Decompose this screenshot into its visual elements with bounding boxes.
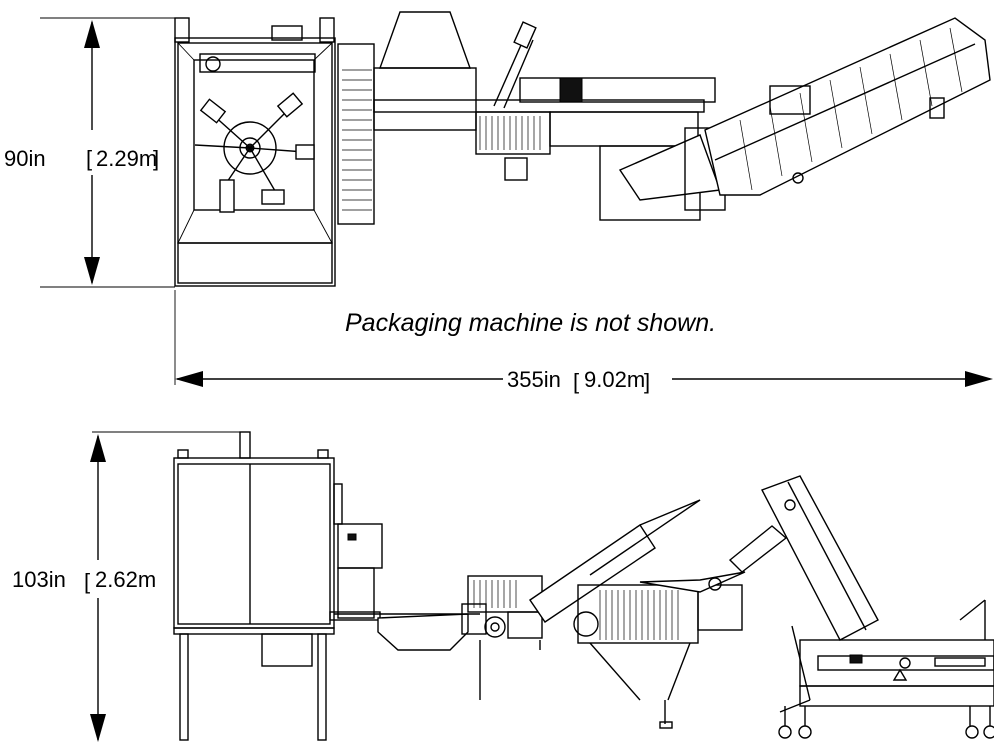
side-view-base-unit <box>173 431 383 741</box>
top-view-base-unit <box>174 17 336 287</box>
side-view-shaker <box>529 499 746 729</box>
side-view-incline-conveyor <box>728 475 994 739</box>
top-view-incline-conveyor <box>618 17 991 211</box>
top-height-dimension: 90in [ 2.29m ] <box>4 17 175 288</box>
svg-text:[: [ <box>84 569 90 594</box>
svg-text:[: [ <box>573 369 579 394</box>
top-view-drawing: 90in [ 2.29m ] <box>4 11 991 288</box>
packaging-note: Packaging machine is not shown. <box>345 309 716 337</box>
top-height-metric: 2.29m <box>96 146 157 171</box>
svg-text:[: [ <box>86 146 92 171</box>
top-view-central-conveyor <box>337 11 716 225</box>
side-height-metric: 2.62m <box>95 567 156 592</box>
svg-text:]: ] <box>153 146 159 171</box>
side-height-dimension: 103in [ 2.62m <box>12 431 245 742</box>
length-imperial: 355in <box>507 367 561 392</box>
svg-text:]: ] <box>644 369 650 394</box>
side-view-infeed <box>334 575 543 700</box>
overall-length-dimension: 355in [ 9.02m ] <box>174 290 993 394</box>
top-height-imperial: 90in <box>4 146 46 171</box>
side-view-drawing: 103in [ 2.62m <box>12 431 994 742</box>
length-metric: 9.02m <box>584 367 645 392</box>
side-height-imperial: 103in <box>12 567 66 592</box>
